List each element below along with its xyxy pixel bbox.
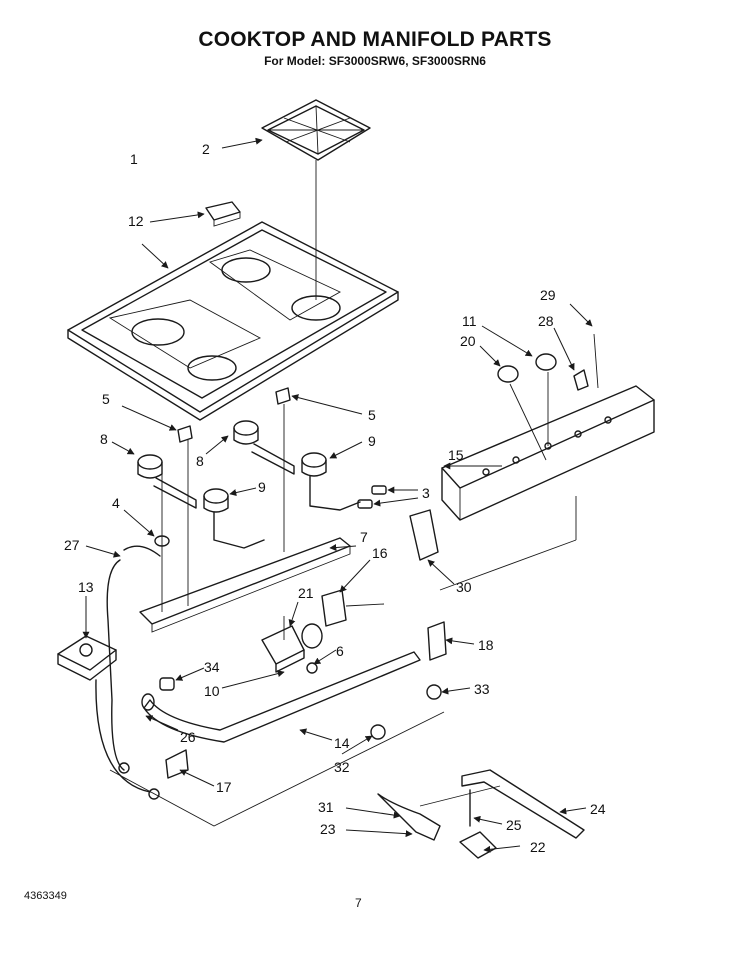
callout-4: 4 [112,495,120,511]
callout-8a: 8 [100,431,108,447]
callout-22: 22 [530,839,546,855]
manifold-rail [139,404,351,633]
callout-9b: 9 [368,433,376,449]
callout-8b: 8 [196,453,204,469]
callout-30: 30 [456,579,472,595]
callout-12: 12 [128,213,144,229]
callout-25: 25 [506,817,522,833]
burner-assemblies [137,387,387,549]
gas-tubing [95,545,161,800]
small-parts [154,535,447,779]
callout-29: 29 [540,287,556,303]
callout-14: 14 [334,735,350,751]
callout-34: 34 [204,659,220,675]
document-number: 4363349 [24,890,67,902]
callout-31: 31 [318,799,334,815]
callout-7: 7 [360,529,368,545]
oven-burner-assembly [377,769,585,859]
callout-6: 6 [336,643,344,659]
page-title: COOKTOP AND MANIFOLD PARTS [198,28,552,51]
callout-9a: 9 [258,479,266,495]
callout-20: 20 [460,333,476,349]
callout-32: 32 [334,759,350,775]
callout-11: 11 [462,313,477,329]
callout-28: 28 [538,313,554,329]
leader-lines [82,137,593,853]
ignitor-16 [321,589,385,627]
callout-18: 18 [478,637,494,653]
callout-17: 17 [216,779,232,795]
callout-21: 21 [298,585,314,601]
callout-labels: 1 2 3 4 5 5 6 7 8 8 9 9 10 11 12 13 14 1… [64,141,606,855]
page-number: 7 [355,896,362,910]
callout-16: 16 [372,545,388,561]
callout-15: 15 [448,447,464,463]
burner-tube-14 [141,651,421,743]
bracket-12 [205,201,241,227]
bottom-outline [109,711,445,827]
callout-2: 2 [202,141,210,157]
model-subtitle: For Model: SF3000SRW6, SF3000SRN6 [264,54,486,68]
valve-13 [57,635,117,681]
control-knobs [497,333,599,461]
callout-10: 10 [204,683,220,699]
regulator-21 [261,616,323,673]
callout-5a: 5 [102,391,110,407]
cooktop-panel [67,221,399,421]
callout-23: 23 [320,821,336,837]
control-panel-rail [439,385,655,591]
callout-26: 26 [180,729,196,745]
callout-3: 3 [422,485,430,501]
burner-grate [261,99,371,300]
callout-5b: 5 [368,407,376,423]
callout-33: 33 [474,681,490,697]
callout-24: 24 [590,801,606,817]
callout-1: 1 [130,151,138,167]
bracket-30 [409,509,439,561]
callout-13: 13 [78,579,94,595]
callout-27: 27 [64,537,80,553]
